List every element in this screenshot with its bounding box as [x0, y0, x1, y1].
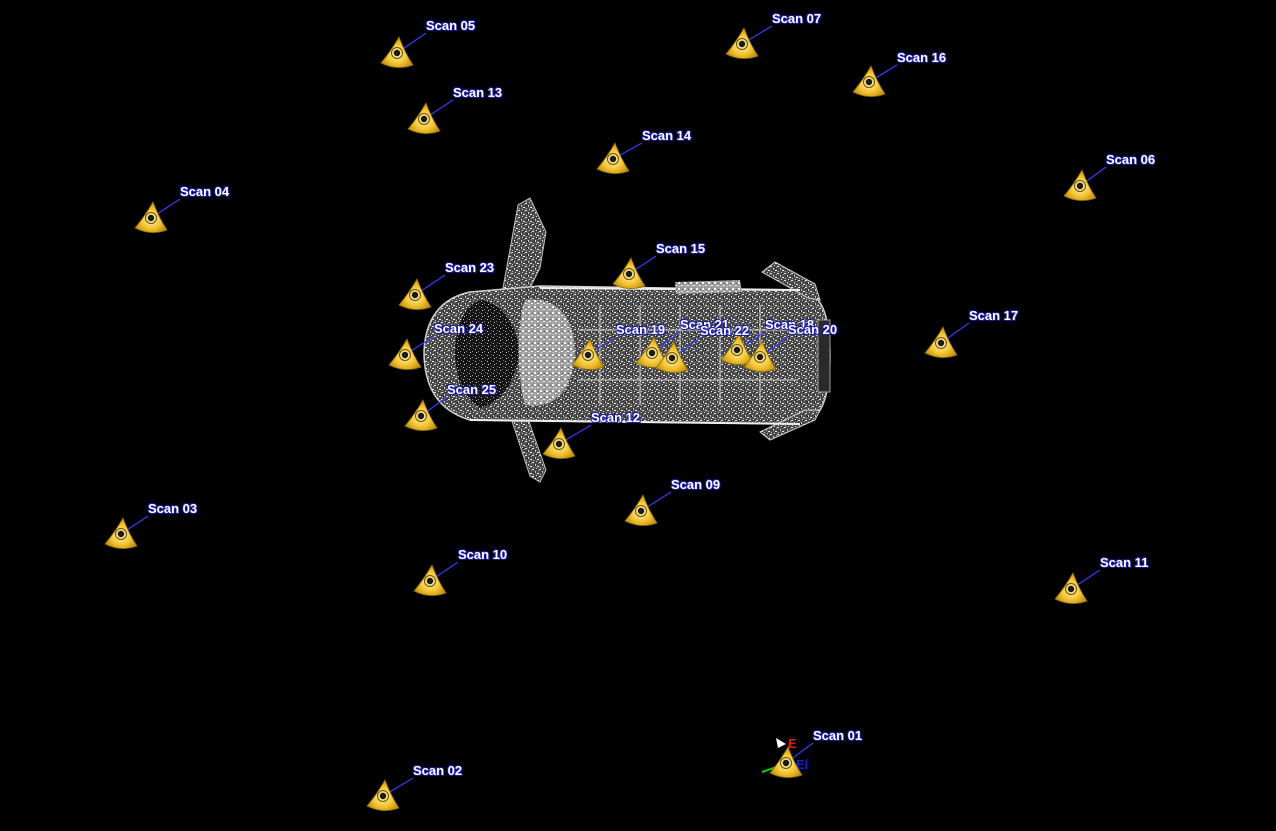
scan05-label[interactable]: Scan 05: [426, 18, 476, 33]
scan25-label[interactable]: Scan 25: [447, 382, 497, 397]
scan04-label[interactable]: Scan 04: [180, 184, 230, 199]
scan25-marker-icon[interactable]: [404, 399, 438, 431]
scan13-label[interactable]: Scan 13: [453, 85, 503, 100]
vehicle-point-cloud[interactable]: [423, 197, 831, 483]
scan12-marker-icon[interactable]: [542, 427, 576, 459]
scan05-marker-icon[interactable]: [380, 36, 414, 68]
scan16-marker-icon[interactable]: [852, 65, 886, 97]
scan07-marker-icon[interactable]: [725, 27, 759, 59]
scan17-label[interactable]: Scan 17: [969, 308, 1019, 323]
scan21-label[interactable]: Scan 21: [680, 317, 730, 332]
scan20-marker-icon[interactable]: [743, 340, 777, 372]
scan15-marker-icon[interactable]: [612, 257, 646, 289]
scan02-marker-icon[interactable]: [366, 779, 400, 811]
scan18-label[interactable]: Scan 18: [765, 317, 815, 332]
scan09-marker-icon[interactable]: [624, 494, 658, 526]
axis-arrow-head: [776, 738, 786, 748]
scan03-label[interactable]: Scan 03: [148, 501, 198, 516]
scan13-marker-icon[interactable]: [407, 102, 441, 134]
scan07-label[interactable]: Scan 07: [772, 11, 822, 26]
scan01-marker-icon[interactable]: [769, 746, 803, 778]
scan19-label[interactable]: Scan 19: [616, 322, 666, 337]
scan10-label[interactable]: Scan 10: [458, 547, 508, 562]
scan11-label[interactable]: Scan 11: [1100, 555, 1149, 570]
axis-z-label: El: [796, 757, 808, 772]
scan09-label[interactable]: Scan 09: [671, 477, 721, 492]
scan11-marker-icon[interactable]: [1054, 572, 1088, 604]
axis-x-label: E: [788, 736, 797, 751]
scan19-marker-icon[interactable]: [571, 338, 605, 370]
scan22-label[interactable]: Scan 22: [700, 323, 750, 338]
scan04-marker-icon[interactable]: [134, 201, 168, 233]
scan15-label[interactable]: Scan 15: [656, 241, 706, 256]
scan18-marker-icon[interactable]: [720, 333, 754, 365]
scan21-marker-icon[interactable]: [635, 336, 669, 368]
scan12-label[interactable]: Scan 12: [591, 410, 641, 425]
scan06-label[interactable]: Scan 06: [1106, 152, 1156, 167]
scan22-marker-icon[interactable]: [655, 341, 689, 373]
scan02-label[interactable]: Scan 02: [413, 763, 463, 778]
scan03-marker-icon[interactable]: [104, 517, 138, 549]
scan17-marker-icon[interactable]: [924, 326, 958, 358]
scan23-label[interactable]: Scan 23: [445, 260, 495, 275]
scan14-label[interactable]: Scan 14: [642, 128, 692, 143]
scan24-marker-icon[interactable]: [388, 338, 422, 370]
scan06-marker-icon[interactable]: [1063, 169, 1097, 201]
scan14-marker-icon[interactable]: [596, 142, 630, 174]
scan01-label[interactable]: Scan 01: [813, 728, 863, 743]
scan10-marker-icon[interactable]: [413, 564, 447, 596]
scan16-label[interactable]: Scan 16: [897, 50, 947, 65]
scan24-label[interactable]: Scan 24: [434, 321, 484, 336]
scan23-marker-icon[interactable]: [398, 278, 432, 310]
scan20-label[interactable]: Scan 20: [788, 322, 838, 337]
